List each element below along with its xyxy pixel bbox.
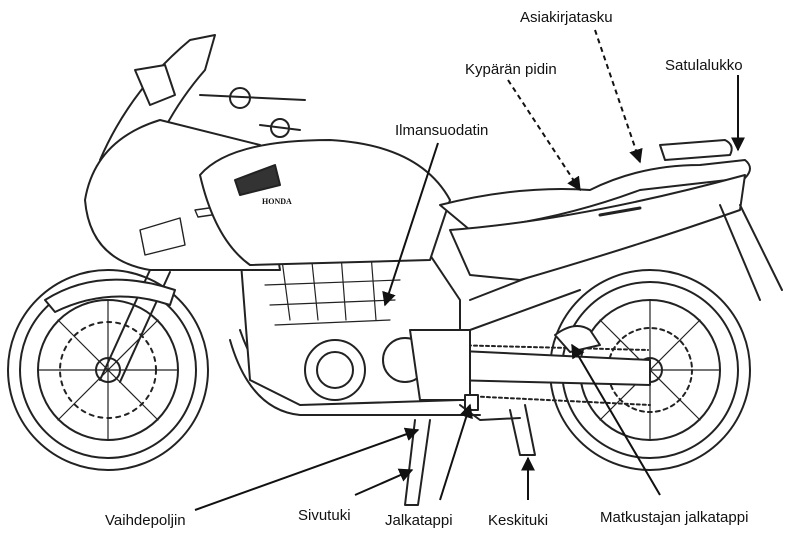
label-helmet-holder: Kypärän pidin	[465, 62, 557, 77]
tank-logo: HONDA	[262, 197, 292, 206]
label-center-stand: Keskituki	[488, 513, 548, 528]
leader-side-stand	[355, 470, 412, 495]
label-footpeg: Jalkatappi	[385, 513, 453, 528]
front-wheel	[8, 270, 208, 470]
fuel-tank	[200, 140, 450, 265]
label-document-pocket: Asiakirjatasku	[520, 10, 613, 25]
label-seat-lock: Satulalukko	[665, 58, 743, 73]
leader-footpeg	[440, 405, 470, 500]
leader-shift-pedal	[195, 430, 418, 510]
label-shift-pedal: Vaihdepoljin	[105, 513, 186, 528]
leader-document-pocket	[595, 30, 640, 162]
motorcycle-illustration	[8, 35, 782, 505]
label-side-stand: Sivutuki	[298, 508, 351, 523]
label-air-filter: Ilmansuodatin	[395, 123, 488, 138]
label-passenger-footpeg: Matkustajan jalkatappi	[600, 510, 748, 525]
leader-helmet-holder	[508, 80, 580, 190]
